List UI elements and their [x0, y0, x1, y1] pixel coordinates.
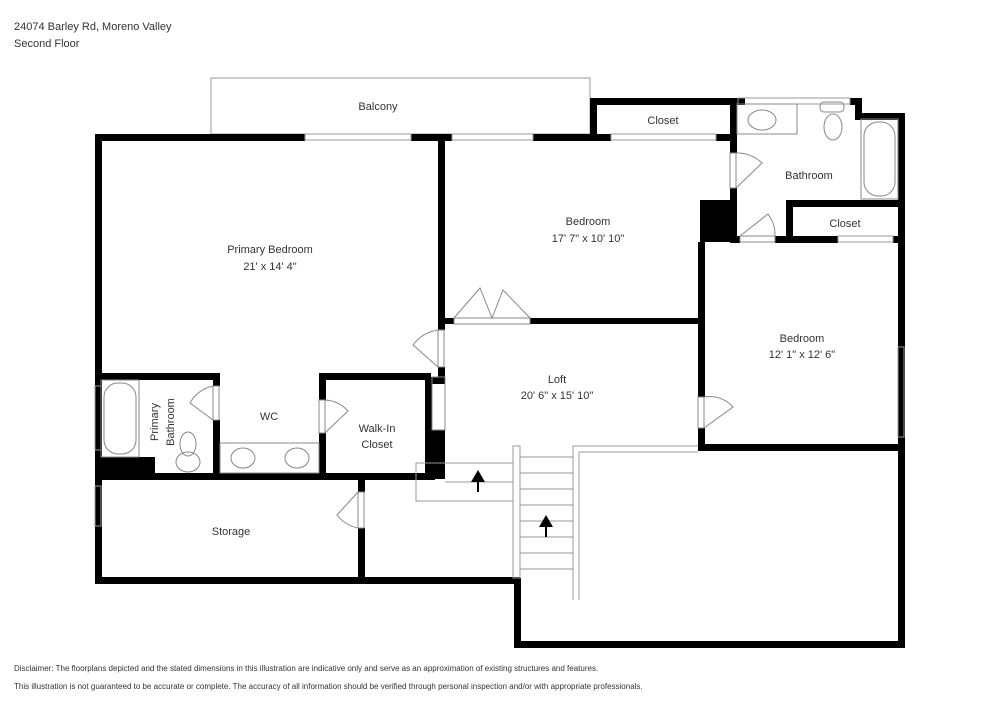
room-label-wc: WC: [260, 411, 278, 423]
up-arrows: [471, 470, 553, 537]
room-label-walk-in-line1: Walk-In: [359, 423, 396, 435]
balcony-outline: [210, 77, 591, 135]
room-label-closet-top: Closet: [647, 115, 678, 127]
disclaimer-line1: Disclaimer: The floorplans depicted and …: [14, 664, 599, 673]
room-dims-primary-bedroom: 21' x 14' 4": [243, 261, 296, 273]
floor-label: Second Floor: [14, 38, 80, 50]
stairs: [415, 445, 698, 600]
room-label-closet-right: Closet: [829, 218, 860, 230]
room-dims-loft: 20' 6" x 15' 10": [521, 390, 594, 402]
fixtures: [100, 101, 899, 474]
doors: [189, 152, 776, 529]
room-label-primary-bedroom: Primary Bedroom: [227, 244, 313, 256]
room-label-bathroom: Bathroom: [785, 170, 833, 182]
windows: [94, 97, 905, 527]
room-label-primary-bath-line1: Primary: [149, 403, 161, 441]
disclaimer-line2: This illustration is not guaranteed to b…: [14, 682, 643, 691]
tub-primary: [100, 379, 140, 458]
room-label-primary-bath-line2: Bathroom: [165, 398, 177, 446]
room-dims-bedroom-center: 17' 7" x 10' 10": [552, 233, 625, 245]
room-label-walk-in-line2: Closet: [361, 439, 392, 451]
room-label-bedroom-right: Bedroom: [780, 333, 825, 345]
walls: [95, 98, 905, 648]
tub-bath: [860, 118, 899, 200]
room-label-balcony: Balcony: [358, 101, 398, 113]
address-label: 24074 Barley Rd, Moreno Valley: [14, 21, 172, 33]
room-label-loft: Loft: [548, 374, 566, 386]
room-dims-bedroom-right: 12' 1" x 12' 6": [769, 349, 836, 361]
room-label-storage: Storage: [212, 526, 251, 538]
room-label-bedroom-center: Bedroom: [566, 216, 611, 228]
